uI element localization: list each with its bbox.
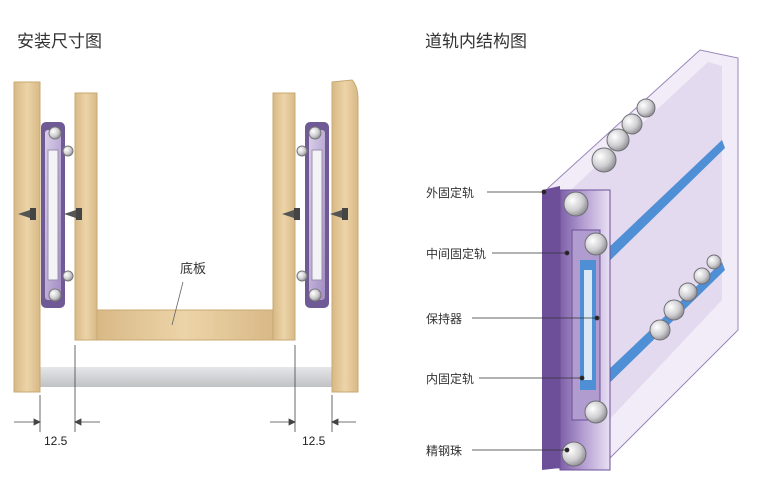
right-slide-rail [296, 122, 329, 308]
callout-ball-retainer: 保持器 [426, 312, 463, 326]
callout-outer-fixed-rail: 外固定轨 [426, 186, 475, 200]
left-dimension-lines [14, 345, 100, 432]
callout-middle-fixed-rail: 中间固定轨 [426, 247, 487, 261]
rail-structure-title: 道轨内结构图 [425, 32, 527, 52]
left-cabinet-side [13, 81, 41, 393]
rail-structure-diagram [542, 49, 739, 471]
right-dimension-lines [270, 345, 356, 432]
bottom-board-label: 底板 [180, 262, 207, 277]
bottom-board [96, 309, 274, 341]
left-screws [18, 208, 82, 220]
callout-steel-balls: 精钢珠 [426, 444, 463, 458]
installation-dimension-title: 安装尺寸图 [17, 32, 102, 52]
callout-leaders [472, 189, 600, 453]
bottom-board-leader [171, 281, 184, 326]
left-dimension-value: 12.5 [44, 434, 68, 448]
drawer-bottom-bar [40, 367, 332, 387]
right-screws [282, 208, 348, 220]
right-dimension-value: 12.5 [302, 434, 326, 448]
left-slide-rail [41, 122, 74, 308]
callout-inner-fixed-rail: 内固定轨 [426, 372, 475, 386]
right-cabinet-side [331, 79, 359, 393]
